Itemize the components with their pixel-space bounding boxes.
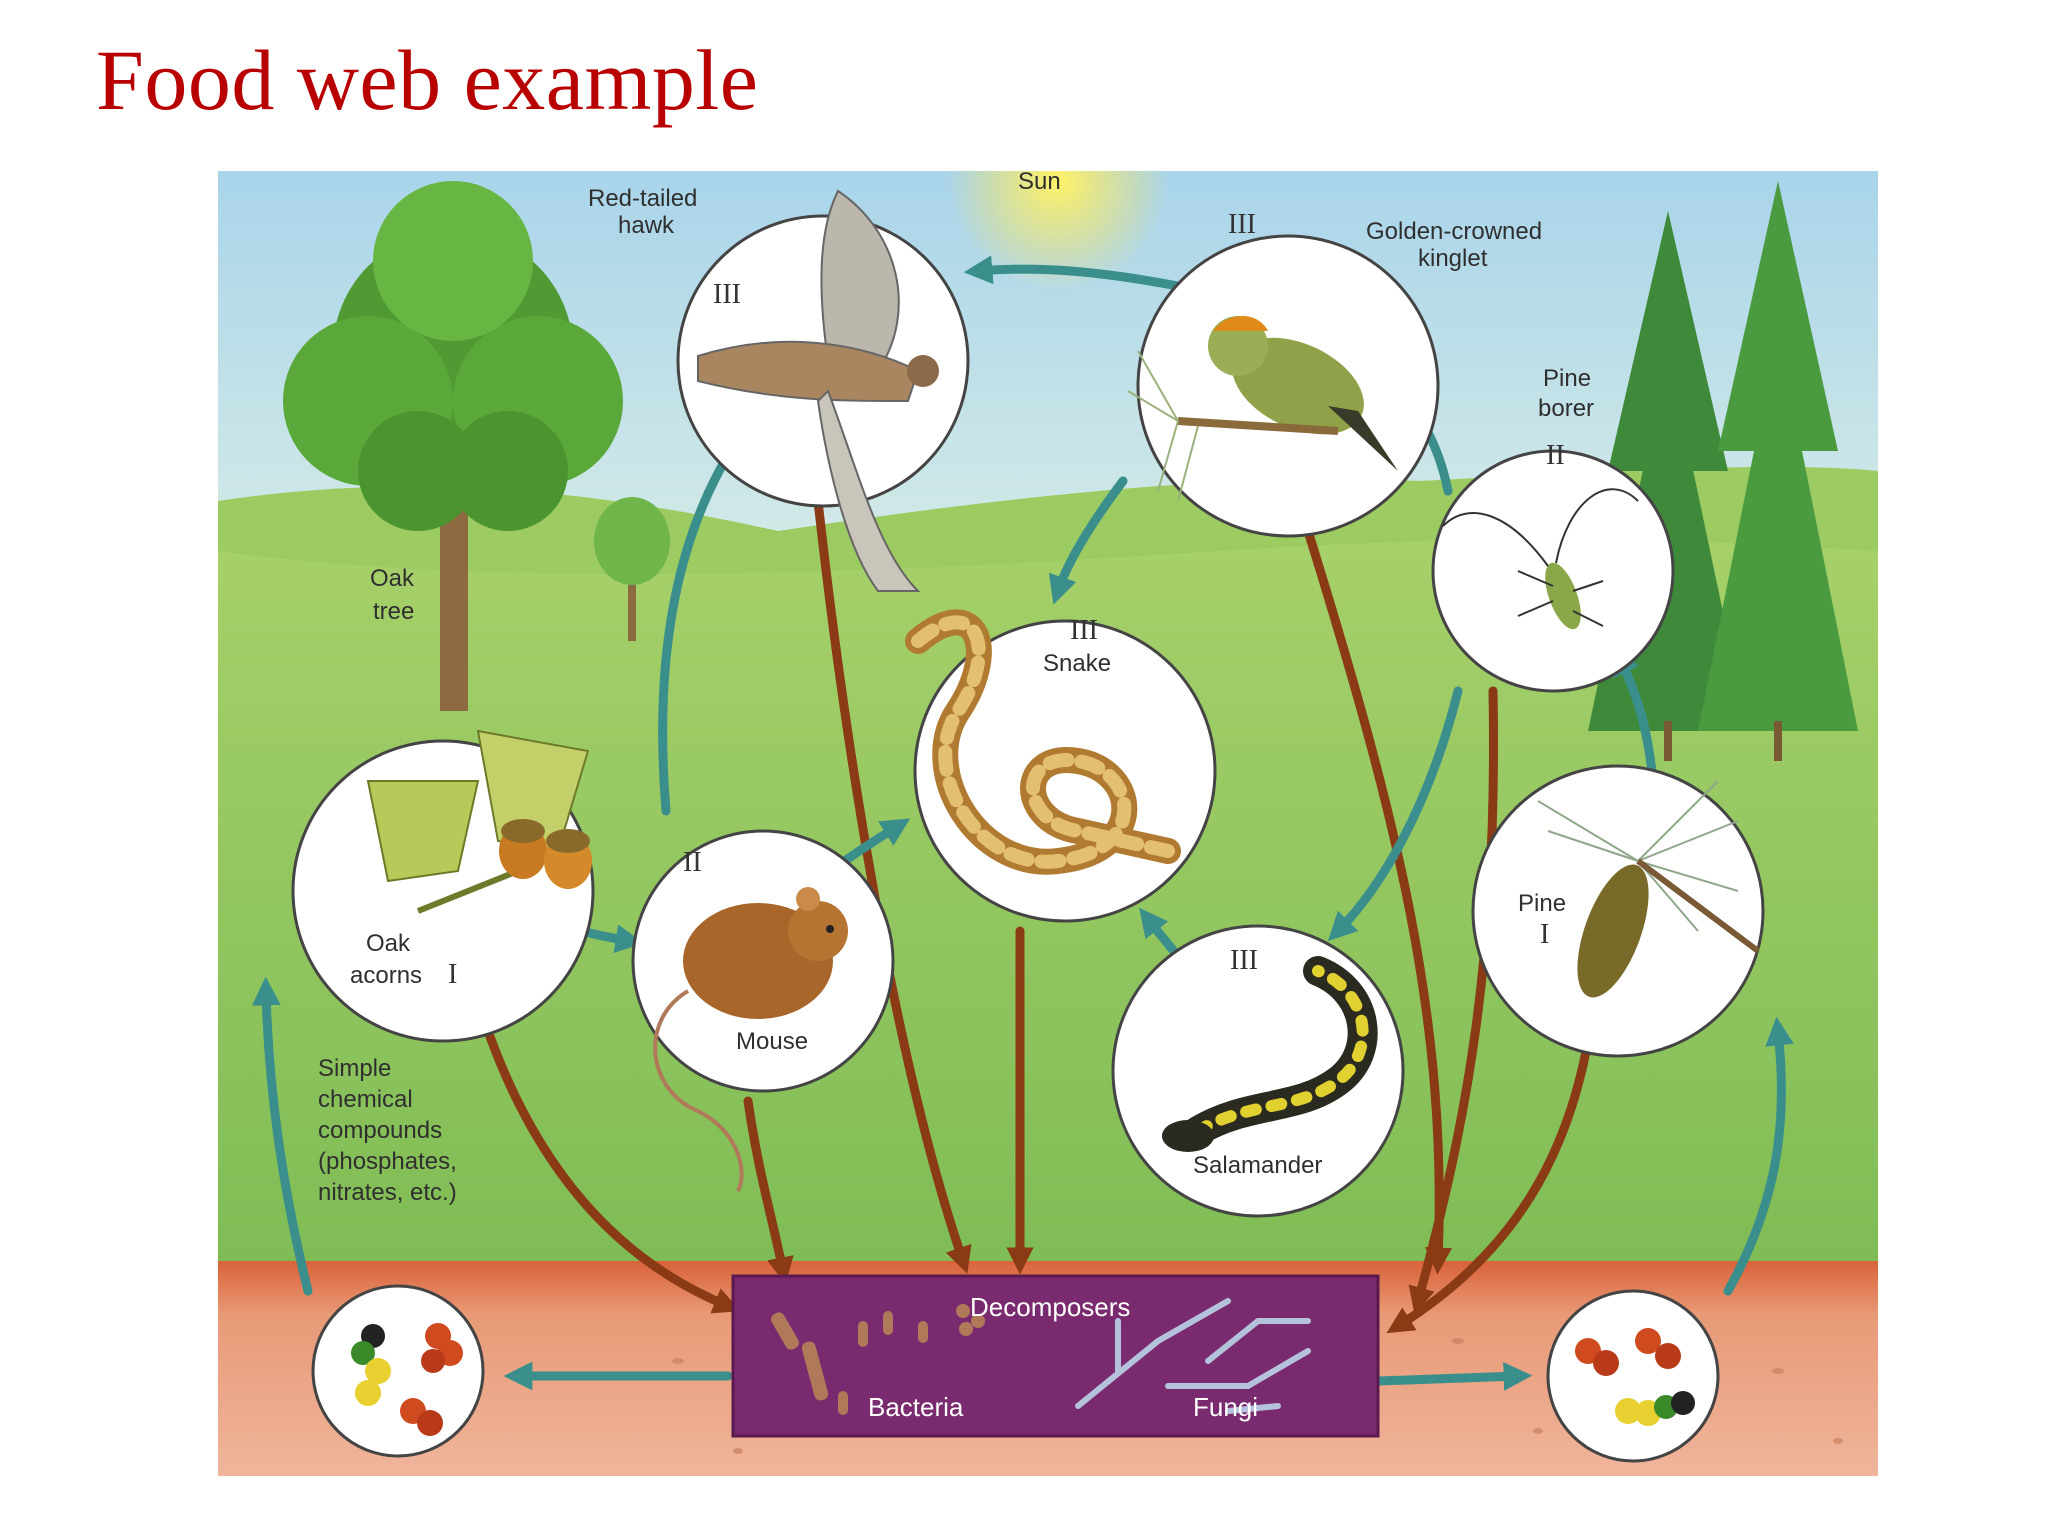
- oak-acorns-icon: [366, 729, 592, 914]
- hawk-level: III: [713, 279, 741, 310]
- fungi-label: Fungi: [1193, 1392, 1258, 1422]
- snake-level: III: [1070, 615, 1098, 646]
- pine-cone-icon: [1537, 780, 1760, 998]
- oak-tree-illustration: [283, 181, 623, 711]
- arrow-borer-to-decomposers: [1408, 686, 1499, 1315]
- acorns-label-line2: acorns: [350, 962, 422, 989]
- arrow-acorns-to-decomposers: [483, 1026, 741, 1314]
- oak-tree-label-line1: Oak: [370, 565, 415, 592]
- hawk-icon: [697, 189, 939, 592]
- kinglet-label-line2: kinglet: [1418, 245, 1488, 272]
- right-compounds-circle: [1546, 1289, 1720, 1463]
- pine-borer-level: II: [1546, 440, 1565, 471]
- arrow-mouse-to-decomposers: [743, 1096, 794, 1285]
- pine-level: I: [1540, 919, 1549, 950]
- labels: Sun Red-tailed hawk III III Golden-crown…: [318, 171, 1594, 1422]
- pine-borer-icon: [1442, 488, 1639, 630]
- compounds-label-line3: compounds: [318, 1117, 442, 1144]
- hawk-label-line1: Red-tailed: [588, 185, 697, 212]
- food-web-diagram: Sun Red-tailed hawk III III Golden-crown…: [218, 171, 1878, 1476]
- kinglet-icon: [1127, 316, 1398, 502]
- compounds-label-line2: chemical: [318, 1086, 413, 1113]
- snake-label: Snake: [1043, 650, 1111, 677]
- arrow-compounds-to-acorns: [251, 976, 313, 1296]
- arrow-decomposers-to-right-compounds: [1373, 1362, 1533, 1391]
- sun-glow: [948, 171, 1168, 291]
- mouse-label: Mouse: [736, 1028, 808, 1055]
- fungi-icon: [1075, 1298, 1311, 1414]
- left-compounds-circle: [311, 1284, 485, 1458]
- decomposers-box: [731, 1274, 1380, 1438]
- mouse-icon: [653, 887, 848, 1192]
- acorns-label-line1: Oak: [366, 930, 411, 957]
- bacteria-icon: [771, 1304, 985, 1415]
- small-tree-illustration: [594, 497, 670, 641]
- oak-tree-label-line2: tree: [373, 598, 414, 625]
- kinglet-level: III: [1228, 209, 1256, 240]
- salamander-label: Salamander: [1193, 1152, 1322, 1179]
- mouse-level: II: [683, 847, 702, 878]
- compounds-label-line4: (phosphates,: [318, 1148, 457, 1175]
- arrow-kinglet-to-decomposers: [1303, 526, 1453, 1275]
- bacteria-label: Bacteria: [868, 1392, 964, 1422]
- salamander-level: III: [1230, 945, 1258, 976]
- arrow-pine-to-decomposers: [1386, 1036, 1593, 1334]
- arrow-pine-to-borer: [1613, 646, 1658, 786]
- compounds-label-line1: Simple: [318, 1055, 391, 1082]
- arrow-compounds-to-pine: [1723, 1016, 1794, 1296]
- pine-borer-label-line2: borer: [1538, 395, 1594, 422]
- slide-title: Food web example: [96, 32, 759, 128]
- decomposers-label: Decomposers: [970, 1292, 1130, 1322]
- arrow-borer-to-salamander: [1327, 686, 1463, 942]
- arrow-mouse-to-hawk: [658, 426, 746, 816]
- salamander-icon: [1162, 956, 1378, 1152]
- acorns-level: I: [448, 959, 457, 990]
- pine-borer-label-line1: Pine: [1543, 365, 1591, 392]
- pine-label: Pine: [1518, 890, 1566, 917]
- arrow-kinglet-to-snake: [1048, 476, 1128, 605]
- sun-label: Sun: [1018, 171, 1061, 195]
- snake-icon: [905, 609, 1181, 875]
- compounds-label-line5: nitrates, etc.): [318, 1179, 457, 1206]
- kinglet-label-line1: Golden-crowned: [1366, 218, 1542, 245]
- right-compounds-molecules-icon: [1575, 1328, 1695, 1426]
- arrow-kinglet-to-hawk: [963, 255, 1183, 291]
- left-compounds-molecules-icon: [351, 1323, 463, 1436]
- hawk-label-line2: hawk: [618, 212, 675, 239]
